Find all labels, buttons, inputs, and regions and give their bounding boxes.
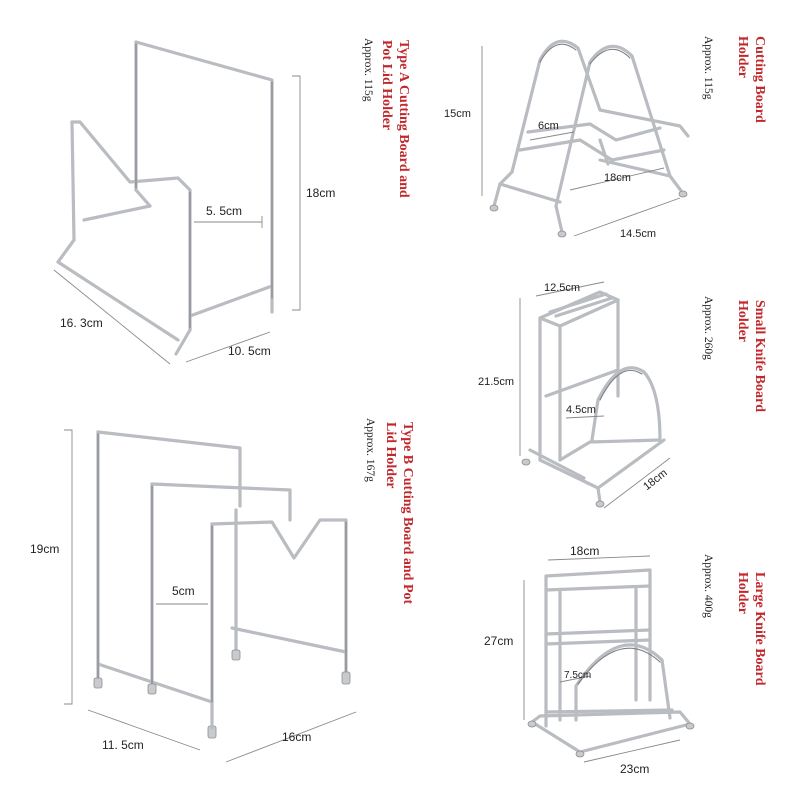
type-b-height-label: 19cm <box>30 542 60 556</box>
cutting-board-height-label: 15cm <box>444 108 471 120</box>
small-knife-height-label: 21.5cm <box>478 376 515 388</box>
type-a-width-label: 10. 5cm <box>228 344 271 358</box>
large-knife-weight: Approx. 400g <box>702 554 714 618</box>
large-knife-title-line-2: Holder <box>735 572 750 614</box>
small-knife-gap-label: 4.5cm <box>566 404 596 416</box>
large-knife-title: Large Knife Board Holder <box>734 572 768 686</box>
large-knife-depth-label: 23cm <box>620 762 650 776</box>
cutting-board-width-label: 14.5cm <box>620 228 657 240</box>
type-a-length-label: 16. 3cm <box>60 316 103 330</box>
type-a-depth-label: 5. 5cm <box>206 204 243 218</box>
cutting-board-gap-label: 6cm <box>538 120 559 132</box>
type-b-width-label: 11. 5cm <box>102 738 144 752</box>
type-a-height-label: 18cm <box>306 186 336 200</box>
type-b-gap-label: 5cm <box>172 584 195 598</box>
large-knife-gap-label: 7.5cm <box>564 670 592 681</box>
cutting-board-length-label: 18cm <box>604 172 631 184</box>
large-knife-title-line-1: Large Knife Board <box>752 572 767 686</box>
type-b-depth-label: 16cm <box>282 730 312 744</box>
large-knife-width-label: 18cm <box>570 544 600 558</box>
small-knife-width-label: 12.5cm <box>544 282 581 294</box>
large-knife-height-label: 27cm <box>484 634 514 648</box>
